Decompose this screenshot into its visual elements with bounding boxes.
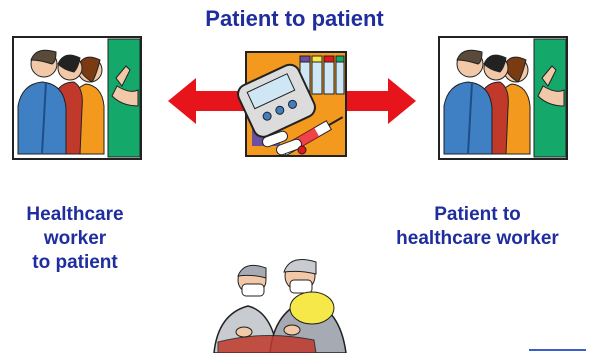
diagram-title: Patient to patient: [205, 6, 384, 31]
arrow-left-icon: [168, 78, 244, 124]
label-line: worker: [43, 228, 107, 249]
label-line: Healthcare: [26, 204, 124, 225]
medical-equipment-icon: [232, 46, 352, 164]
label-line: healthcare worker: [396, 228, 559, 249]
surgeons-icon: [204, 254, 354, 354]
label-line: to patient: [32, 252, 118, 273]
label-healthcare-worker-to-patient: Healthcare worker to patient: [0, 203, 150, 275]
decorative-line: [529, 349, 586, 351]
label-line: Patient to: [434, 204, 521, 225]
label-patient-to-healthcare-worker: Patient to healthcare worker: [370, 203, 585, 251]
patient-group-icon: [438, 36, 568, 160]
healthcare-worker-group-icon: [12, 36, 142, 160]
arrow-right-icon: [340, 78, 416, 124]
